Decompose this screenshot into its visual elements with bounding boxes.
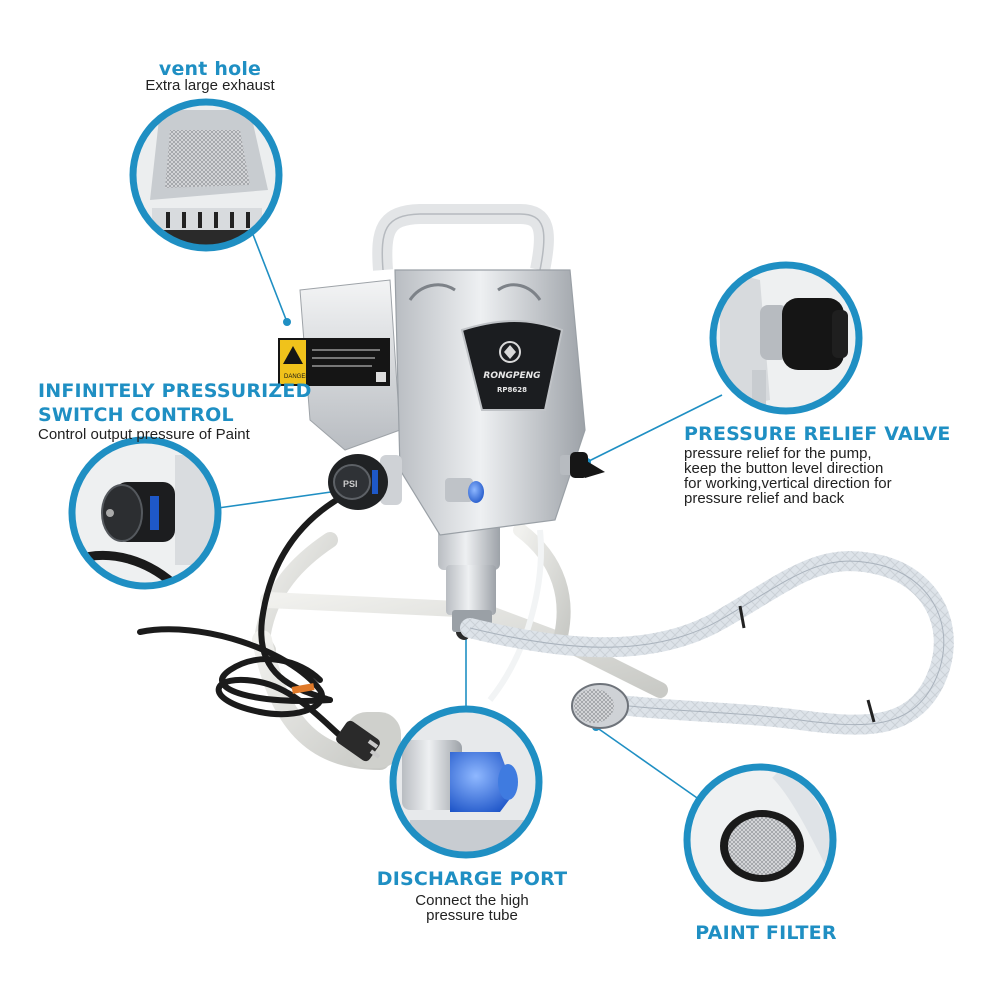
cord-tag: [291, 683, 315, 694]
switch-control-title-line2: SWITCH CONTROL: [38, 404, 234, 426]
svg-text:RP8628: RP8628: [497, 386, 527, 394]
rongpeng-logo-icon: [499, 341, 521, 363]
discharge-port-desc-line2: pressure tube: [426, 907, 518, 924]
hose-ties: [738, 605, 876, 723]
discharge-port-fitting: [445, 478, 484, 503]
relief-valve-desc-line3: for working,vertical direction for: [684, 475, 892, 492]
switch-control-desc: Control output pressure of Paint: [38, 426, 250, 443]
relief-valve-desc-line1: pressure relief for the pump,: [684, 445, 872, 462]
svg-text:RONGPENG: RONGPENG: [483, 371, 540, 381]
warning-label: DANGER: [278, 338, 390, 386]
relief-valve-detail-circle: [709, 261, 863, 415]
discharge-port-detail-circle: [389, 705, 543, 859]
discharge-port-title: DISCHARGE PORT: [376, 868, 568, 890]
relief-valve-desc-line2: keep the button level direction: [684, 460, 884, 477]
relief-valve-title: PRESSURE RELIEF VALVE: [684, 423, 951, 445]
paint-filter-detail-circle: [683, 763, 837, 917]
svg-text:PSI: PSI: [343, 479, 358, 489]
return-tube: [487, 529, 544, 702]
discharge-port-desc-line1: Connect the high: [415, 892, 529, 909]
pressure-switch-detail-circle: [68, 436, 222, 590]
paint-filter-part: [571, 683, 629, 729]
paint-filter-title: PAINT FILTER: [695, 922, 837, 944]
callout-connectors: [217, 231, 723, 801]
vent-hole-title: vent hole: [158, 58, 262, 80]
relief-valve: [560, 452, 605, 478]
vent-hole-desc: Extra large exhaust: [145, 77, 275, 94]
power-plug: [336, 720, 381, 762]
brand-panel: RONGPENG RP8628: [460, 320, 564, 411]
paint-sprayer: DANGER RONGPENG RP8628 PSI: [137, 204, 954, 770]
switch-control-title-line1: INFINITELY PRESSURIZED: [38, 380, 312, 402]
svg-text:DANGER: DANGER: [284, 374, 310, 380]
pressure-knob: PSI: [328, 454, 402, 510]
relief-valve-desc-line4: pressure relief and back: [684, 490, 845, 507]
suction-hose: [460, 551, 954, 735]
vent-hole-detail-circle: [129, 98, 283, 252]
